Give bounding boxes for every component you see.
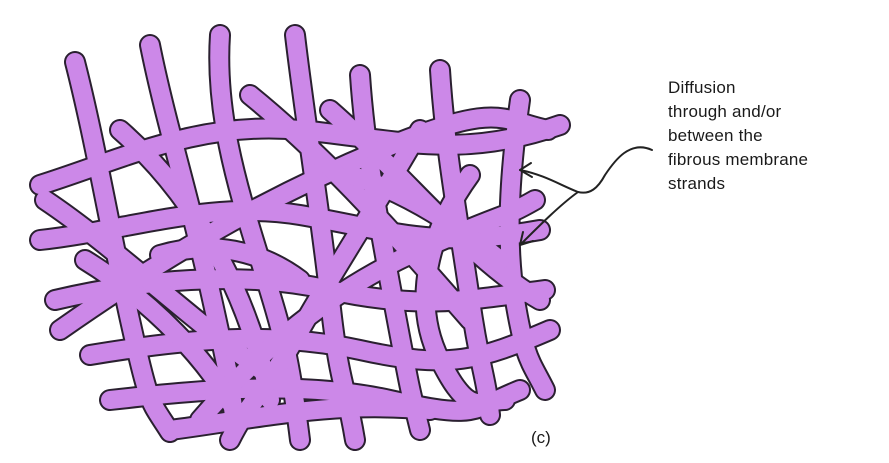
curved-arrow-line-upper — [520, 147, 652, 192]
diffusion-callout-label: Diffusion through and/or between the fib… — [668, 76, 883, 196]
panel-label: (c) — [531, 428, 551, 448]
fiber-strands — [40, 35, 560, 440]
